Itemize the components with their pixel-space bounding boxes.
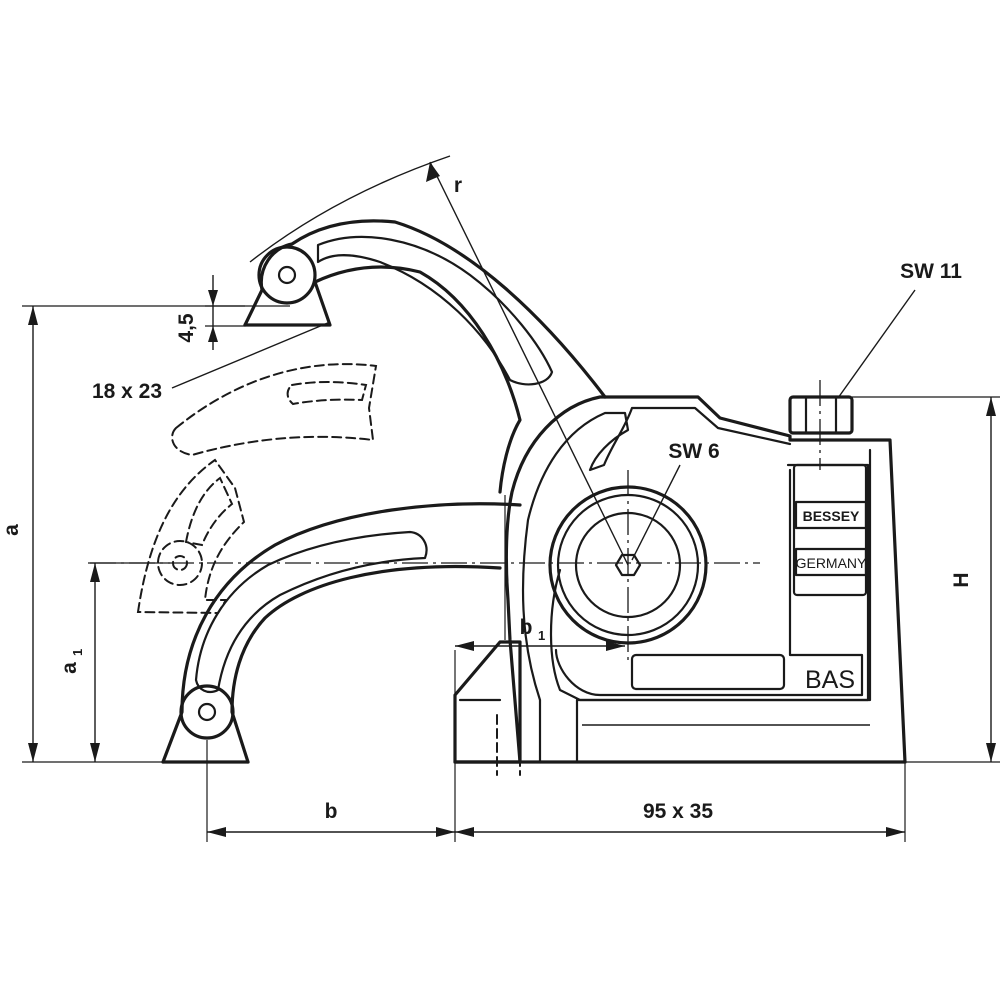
- dim-H: [852, 396, 1000, 763]
- hex-screw-sw11: [788, 395, 854, 435]
- leader-sw11: [837, 289, 916, 399]
- radius-r: [249, 155, 629, 566]
- clamp-lever-upper: [243, 219, 607, 494]
- dim-a1: [88, 562, 170, 762]
- dim-a: [22, 305, 290, 763]
- svg-text:1: 1: [538, 628, 545, 643]
- sw11-label: SW 11: [900, 260, 962, 283]
- dim-4-5-label: 4,5: [175, 313, 198, 343]
- radius-label: r: [454, 174, 462, 197]
- dim-b1-label: b 1: [520, 616, 546, 643]
- dim-b: [206, 740, 456, 842]
- clamp-lever-lower: [161, 502, 522, 764]
- leader-18x23: [171, 321, 331, 389]
- sw6-label: SW 6: [668, 440, 719, 463]
- dim-b-label: b: [325, 800, 338, 823]
- brand-label: BESSEY: [803, 508, 860, 524]
- dim-base-label: 95 x 35: [643, 800, 713, 823]
- svg-text:1: 1: [70, 649, 85, 656]
- dim-H-label: H: [950, 572, 973, 587]
- origin-label: GERMANY: [796, 555, 867, 571]
- ghost-lever-mid: [136, 458, 246, 615]
- model-label: BAS: [805, 666, 855, 694]
- dim-a-label: a: [0, 524, 23, 536]
- dim-a1-label: a 1: [58, 649, 85, 674]
- clamp-body: [453, 395, 907, 776]
- dim-4-5: [205, 275, 245, 350]
- leader-sw6: [631, 464, 681, 561]
- ghost-lever-upper: [171, 363, 378, 457]
- svg-text:a: a: [58, 662, 81, 674]
- dim-b1: [454, 495, 625, 700]
- svg-text:b: b: [520, 616, 533, 639]
- slot-label: 18 x 23: [92, 380, 162, 403]
- dim-95x35: [455, 762, 906, 842]
